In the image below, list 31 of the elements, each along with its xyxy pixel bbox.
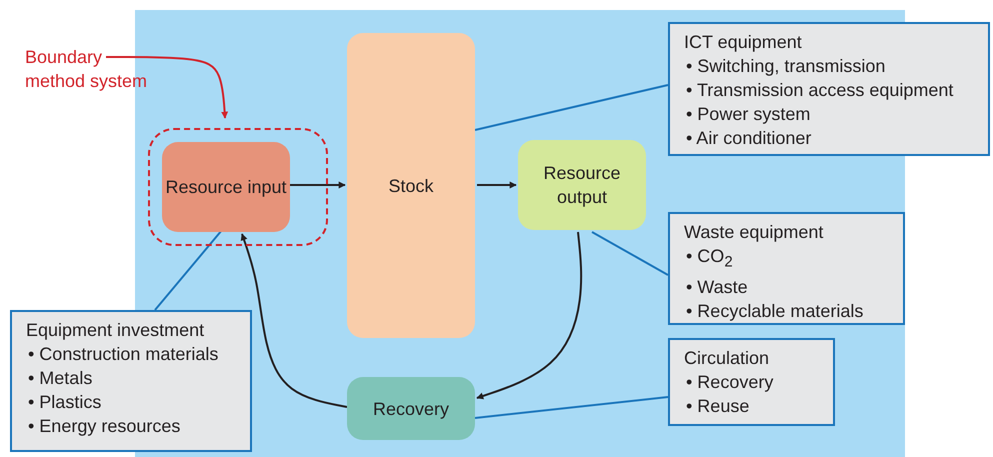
bullet-item: • Transmission access equipment [685,79,954,102]
info-box [668,22,990,156]
bullet-item: • Switching, transmission [685,55,886,78]
info-box [668,338,835,426]
bullet-item: • Power system [685,103,812,126]
bullet-item: • Energy resources [27,415,182,438]
bullet-item: • Construction materials [27,343,220,366]
info-box [668,212,905,325]
box-heading: Waste equipment [684,221,824,244]
bullet-item: • Waste [685,276,749,299]
node-label: Stock [388,174,434,198]
bullet-item: • Recyclable materials [685,300,864,323]
box-heading: ICT equipment [684,31,803,54]
boundary-outline [148,128,328,246]
process-box [347,377,475,440]
callout-text: Boundary method system [25,47,148,91]
process-box [347,33,475,338]
bullet-item: • CO$_{2}$ [685,245,734,273]
info-box [10,310,252,452]
box-heading: Equipment investment [26,319,206,342]
process-box [162,142,290,232]
bullet-item: • Air conditioner [685,127,812,150]
box-heading: Circulation [684,347,770,370]
bullet-item: • Recovery [685,371,774,394]
bullet-item: • Reuse [685,395,750,418]
node-label: Resource input [165,176,287,199]
node-label: Resource output [542,162,622,209]
bullet-item: • Metals [27,367,94,390]
process-box [518,140,646,230]
bullet-item: • Plastics [27,391,102,414]
node-label: Recovery [372,398,450,420]
